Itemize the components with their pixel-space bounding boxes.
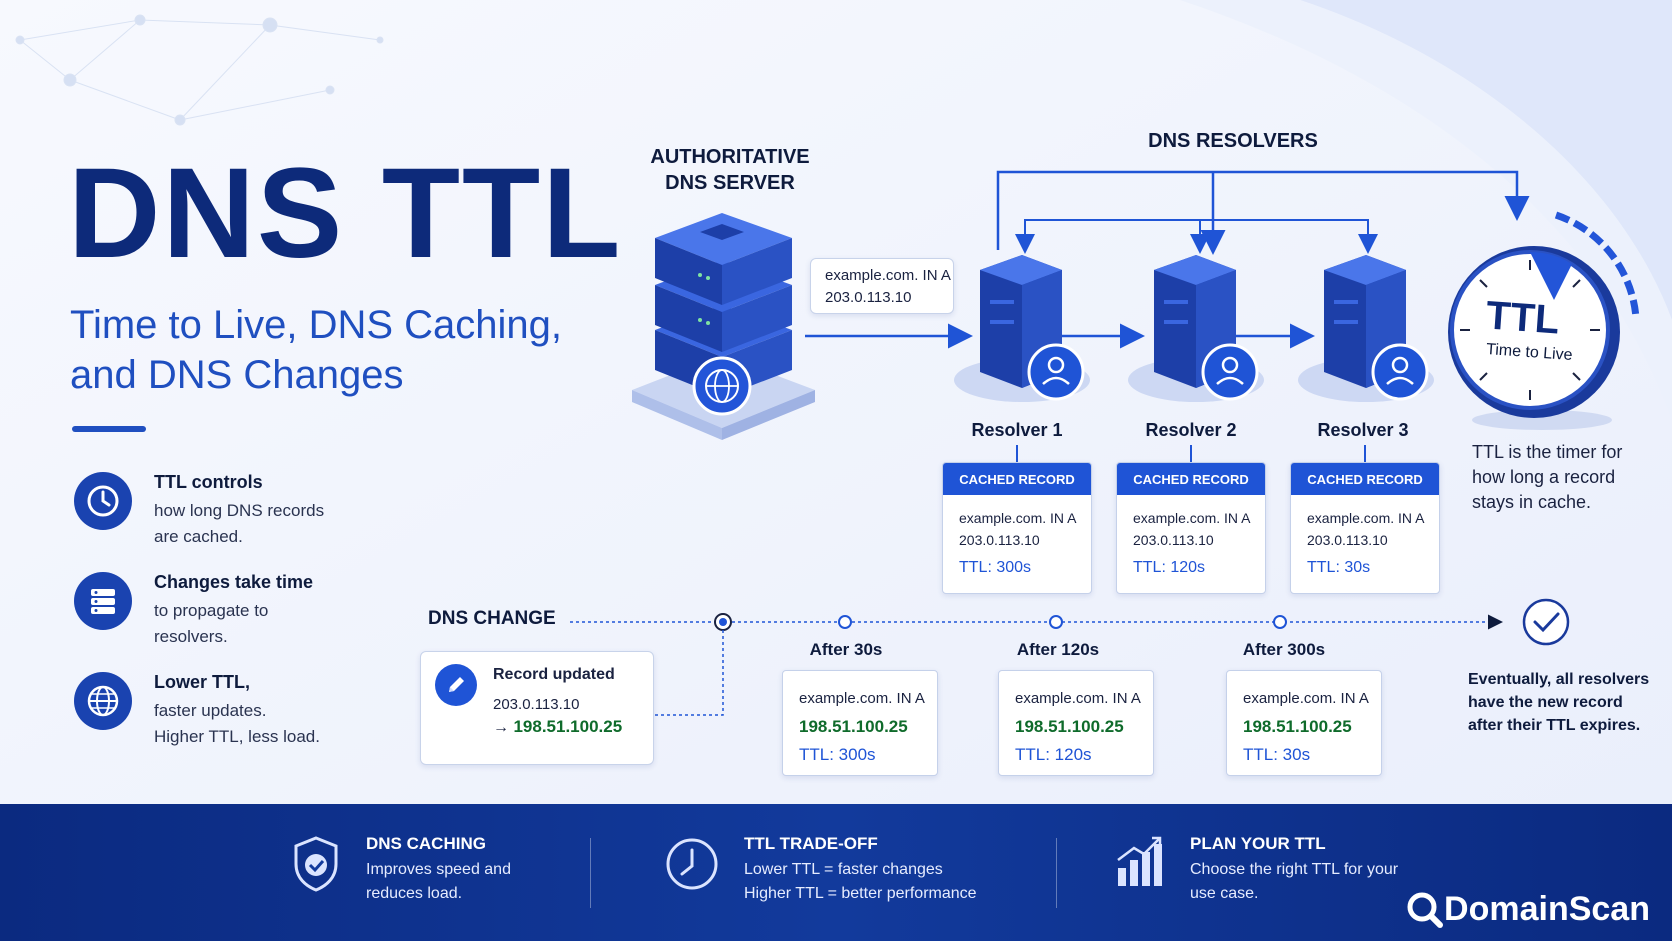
resolver-server-icon-2 bbox=[1128, 255, 1264, 402]
after-label-3: After 300s bbox=[1242, 640, 1326, 659]
after-card-2: example.com. IN A 198.51.100.25 TTL: 120… bbox=[998, 670, 1154, 776]
footer-divider bbox=[590, 838, 591, 908]
feature-text: faster updates.Higher TTL, less load. bbox=[154, 701, 320, 746]
brand-logo: DomainScan bbox=[1406, 890, 1650, 929]
resolver-server-icon-3 bbox=[1298, 255, 1434, 402]
record-updated-card: Record updated 203.0.113.10 → 198.51.100… bbox=[420, 651, 654, 765]
bar-chart-icon bbox=[1117, 836, 1162, 886]
new-ip: 198.51.100.25 bbox=[1243, 717, 1352, 736]
timer-label: TTL bbox=[1484, 293, 1561, 343]
after-card-3: example.com. IN A 198.51.100.25 TTL: 30s bbox=[1226, 670, 1382, 776]
resolver-server-icon-1 bbox=[954, 255, 1090, 402]
server-icon bbox=[74, 572, 132, 630]
after-label-2: After 120s bbox=[1016, 640, 1100, 659]
record-updated-title: Record updated bbox=[493, 666, 615, 683]
dns-change-title: DNS CHANGE bbox=[428, 608, 556, 629]
ttl-value: TTL: 120s bbox=[1133, 559, 1206, 576]
feature-title: Changes take time bbox=[154, 572, 314, 592]
card-header: CACHED RECORD bbox=[1117, 463, 1265, 495]
ttl-value: TTL: 30s bbox=[1307, 559, 1371, 576]
check-circle-icon bbox=[1522, 598, 1570, 646]
after-card-1: example.com. IN A 198.51.100.25 TTL: 300… bbox=[782, 670, 938, 776]
pencil-icon bbox=[435, 664, 477, 706]
ttl-timer-icon bbox=[1448, 211, 1640, 430]
feature-title: TTL controls bbox=[154, 472, 263, 492]
new-ip: 198.51.100.25 bbox=[513, 717, 623, 736]
new-ip: 198.51.100.25 bbox=[1015, 717, 1124, 736]
page-subtitle: Time to Live, DNS Caching, and DNS Chang… bbox=[70, 300, 590, 400]
ttl-value: TTL: 30s bbox=[1243, 745, 1311, 764]
footer-divider bbox=[1056, 838, 1057, 908]
subtitle-line-1: Time to Live, DNS Caching, bbox=[70, 303, 563, 347]
ttl-value: TTL: 300s bbox=[799, 745, 876, 764]
magnifier-logo-icon bbox=[1407, 892, 1444, 928]
resolver-name-3: Resolver 3 bbox=[1317, 420, 1409, 440]
ttl-value: TTL: 120s bbox=[1015, 745, 1092, 764]
card-header: CACHED RECORD bbox=[943, 463, 1091, 495]
subtitle-line-2: and DNS Changes bbox=[70, 353, 404, 397]
resolvers-title: DNS RESOLVERS bbox=[1148, 130, 1318, 152]
globe-icon bbox=[74, 672, 132, 730]
card-header: CACHED RECORD bbox=[1291, 463, 1439, 495]
feature-title: Lower TTL, bbox=[154, 672, 250, 692]
clock-icon bbox=[74, 472, 132, 530]
page-title: DNS TTL bbox=[68, 142, 623, 285]
clock-icon bbox=[666, 838, 718, 890]
new-ip-line: → 198.51.100.25 bbox=[493, 716, 622, 739]
brand-name: DomainScan bbox=[1444, 890, 1650, 928]
resolver-name-1: Resolver 1 bbox=[971, 420, 1063, 440]
accent-divider bbox=[72, 426, 146, 432]
after-label-1: After 30s bbox=[809, 640, 883, 659]
ttl-value: TTL: 300s bbox=[959, 559, 1032, 576]
old-ip: 203.0.113.10 bbox=[493, 696, 580, 713]
arrow-icon: → bbox=[493, 719, 509, 736]
shield-check-icon bbox=[294, 836, 338, 892]
authoritative-server-icon bbox=[632, 213, 815, 440]
new-ip: 198.51.100.25 bbox=[799, 717, 908, 736]
resolver-name-2: Resolver 2 bbox=[1145, 420, 1237, 440]
